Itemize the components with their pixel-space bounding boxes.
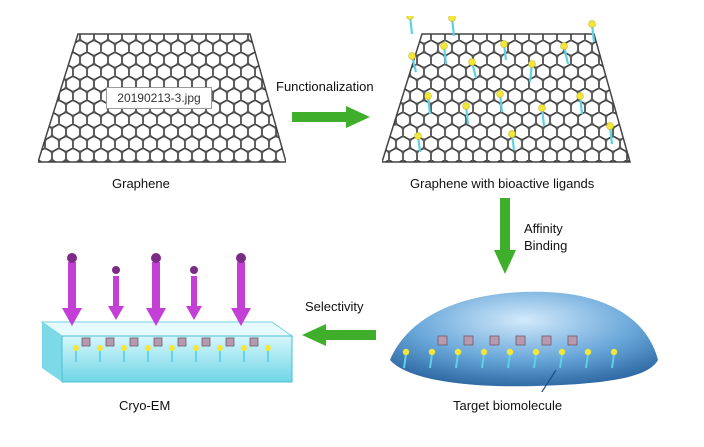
graphene-label: Graphene xyxy=(112,176,170,191)
image-filename-tooltip: 20190213-3.jpg xyxy=(106,87,212,109)
selectivity-label: Selectivity xyxy=(305,299,364,314)
binding-label: Binding xyxy=(524,238,568,253)
affinity-dome-icon xyxy=(390,291,658,392)
graphene-ligands-label: Graphene with bioactive ligands xyxy=(410,176,595,191)
functionalization-label: Functionalization xyxy=(276,79,374,94)
target-biomolecule-label: Target biomolecule xyxy=(453,398,563,413)
cryo-em-label: Cryo-EM xyxy=(119,398,171,413)
cryo-em-tray-icon xyxy=(40,321,294,383)
magenta-arrows-icon xyxy=(62,253,251,326)
green-arrow-right-icon xyxy=(292,106,370,128)
functionalized-graphene-icon xyxy=(382,16,631,163)
green-arrow-down-icon xyxy=(494,198,516,274)
green-arrow-left-icon xyxy=(302,324,376,346)
affinity-label: Affinity xyxy=(524,221,563,236)
